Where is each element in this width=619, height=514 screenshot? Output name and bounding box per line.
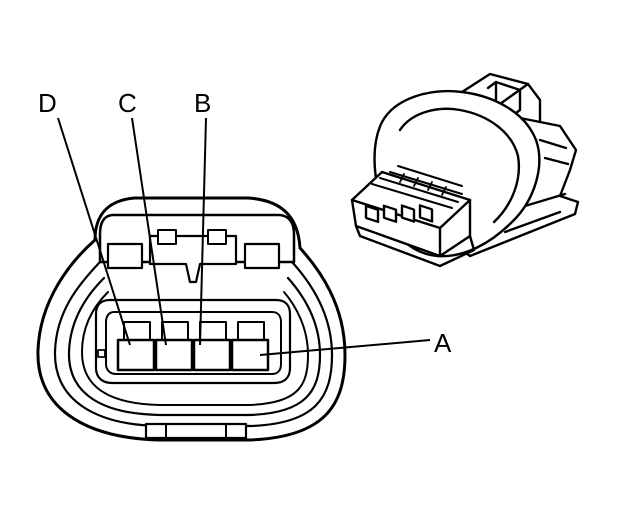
callout-label-d: D [38, 88, 57, 118]
iso-lock-tower-detail [486, 80, 522, 118]
top-latch-right [243, 242, 281, 270]
top-latch-notch-right [207, 229, 227, 245]
terminal-cavity-c [154, 338, 194, 372]
top-latch-center [148, 234, 238, 284]
iso-rib-ticks [399, 173, 447, 196]
iso-terminal-3 [400, 204, 416, 223]
terminal-cavity-rim [94, 298, 292, 385]
iso-base [354, 224, 476, 268]
top-latch-notch-left [157, 229, 177, 245]
leader-line-a [259, 339, 431, 356]
callout-label-a: A [434, 328, 452, 358]
iso-terminal-1 [364, 204, 380, 224]
iso-front-ribs [371, 165, 463, 209]
terminal-window-a [237, 321, 265, 341]
terminal-window-c [161, 321, 189, 341]
top-latch-left [106, 242, 144, 270]
callout-leaders [57, 117, 431, 356]
pin-marker [97, 349, 106, 358]
terminal-cavity-inner [105, 311, 282, 375]
terminal-cavity-d [116, 338, 156, 372]
iso-side-rail [503, 138, 570, 234]
housing-contour-3 [67, 276, 322, 417]
connector-iso-view [350, 72, 580, 268]
leader-line-c [131, 117, 167, 346]
leader-line-b [199, 117, 207, 346]
housing-contour-4 [81, 291, 309, 406]
callout-label-c: C [118, 88, 137, 118]
connector-front-view [36, 196, 347, 442]
iso-terminal-4 [418, 204, 434, 223]
callout-label-b: B [194, 88, 211, 118]
terminal-window-b [199, 321, 227, 341]
leader-line-d [57, 117, 131, 346]
bottom-tab [144, 422, 248, 440]
iso-front-block-top [350, 198, 472, 258]
iso-terminal-2 [382, 204, 398, 223]
iso-collar-inner [398, 107, 521, 224]
housing-top-bar [98, 213, 296, 264]
